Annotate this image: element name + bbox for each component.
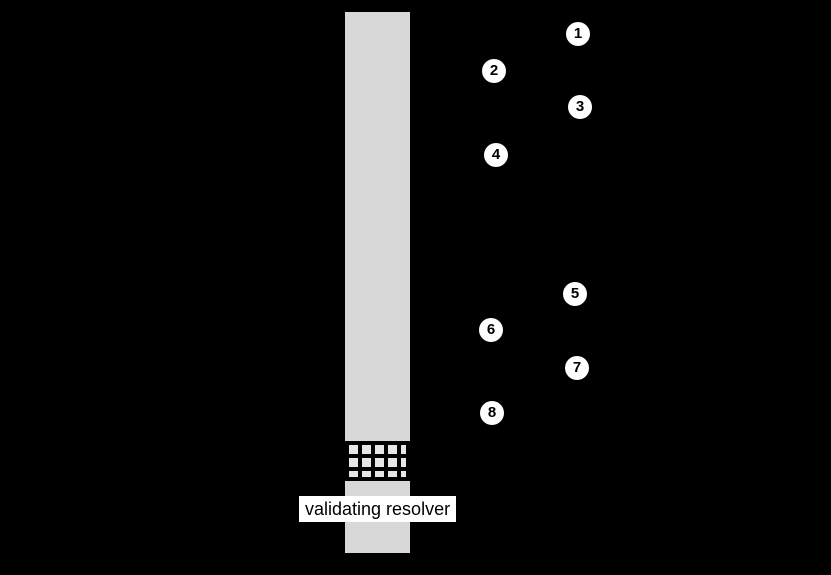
validation-hatched-section: [345, 441, 410, 481]
step-circle-3: 3: [568, 95, 592, 119]
validating-resolver-label: validating resolver: [299, 496, 457, 522]
step-circle-2: 2: [482, 59, 506, 83]
step-circle-1: 1: [566, 22, 590, 46]
step-circle-7: 7: [565, 356, 589, 380]
step-circle-5: 5: [563, 282, 587, 306]
step-circle-4: 4: [484, 143, 508, 167]
step-circle-8: 8: [480, 401, 504, 425]
step-circle-6: 6: [479, 318, 503, 342]
